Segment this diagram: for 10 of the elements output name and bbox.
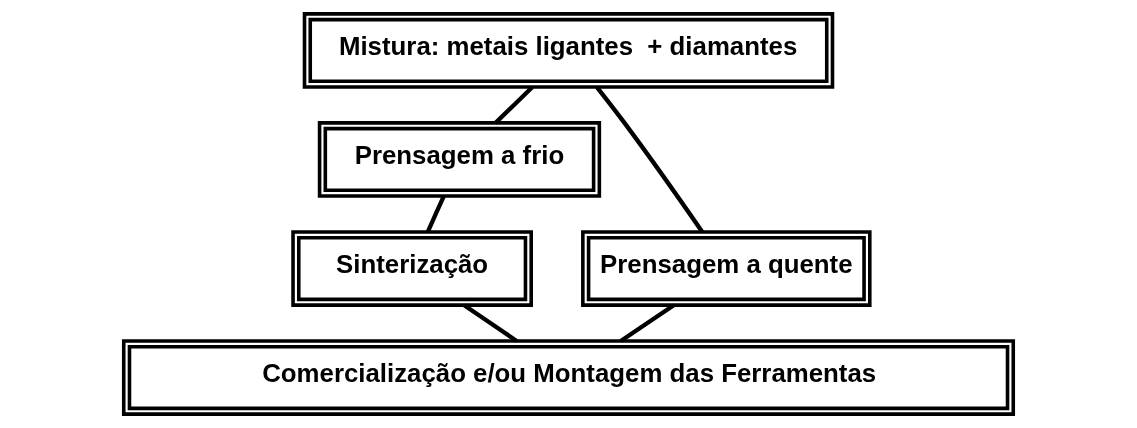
connector [463,303,518,343]
node-box: Prensagem a frio [317,121,602,198]
node-box: Prensagem a quente [581,230,872,307]
connector [425,195,446,233]
connector [494,85,534,125]
node-box: Sinterização [291,230,533,307]
node-box: Comercialização e/ou Montagem das Ferramentas [121,339,1016,416]
connector [619,303,675,343]
connector [595,86,704,233]
node-box: Mistura: metais ligantes + diamantes [302,12,835,89]
